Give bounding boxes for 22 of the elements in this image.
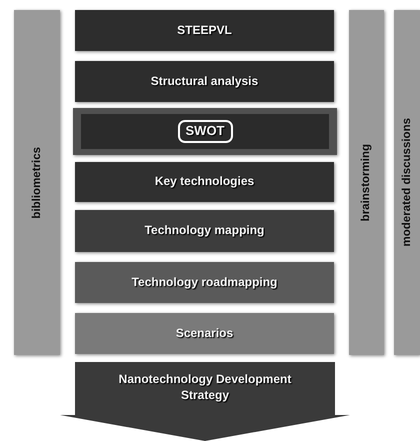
side-label: brainstorming: [359, 144, 374, 222]
step-label: Technology roadmapping: [132, 274, 278, 290]
side-bar: [394, 10, 420, 355]
step-label: Structural analysis: [150, 74, 258, 90]
step-label: Nanotechnology Development Strategy: [118, 372, 292, 404]
step-label: SWOT: [178, 120, 232, 143]
side-bar: [349, 10, 384, 355]
step-box: [75, 61, 334, 102]
step-box: [75, 313, 334, 354]
step-box: [75, 262, 334, 303]
step-box: [75, 162, 334, 202]
step-label: Key technologies: [154, 174, 254, 190]
step-box: [75, 10, 334, 51]
side-label: bibliometrics: [30, 146, 44, 218]
step-label: Technology mapping: [144, 223, 264, 239]
step-label: Scenarios: [176, 326, 234, 342]
side-label: moderated discussions: [400, 118, 414, 247]
step-box: [75, 210, 334, 252]
step-band: [73, 108, 337, 155]
step-label: STEEPVL: [177, 22, 232, 38]
side-bar: [14, 10, 60, 355]
strategy-arrow: [60, 362, 350, 441]
